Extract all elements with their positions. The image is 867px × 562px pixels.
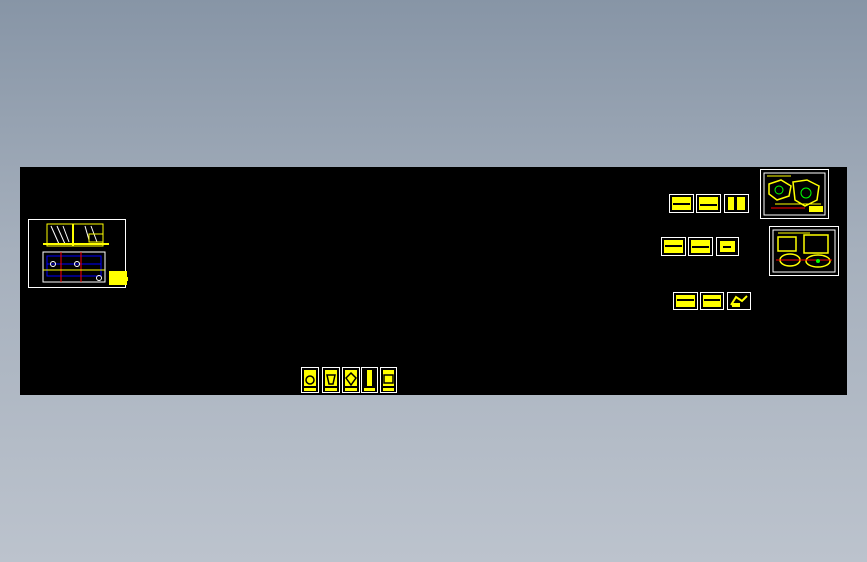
cad-drawing-viewport[interactable]	[20, 167, 847, 395]
thumb-row-middle-1[interactable]	[661, 237, 686, 256]
thumb-row-top-2[interactable]	[696, 194, 721, 213]
bottom-thumb-3[interactable]	[342, 367, 360, 393]
bottom-thumb-2[interactable]	[322, 367, 340, 393]
bottom-thumb-5[interactable]	[380, 367, 397, 393]
bottom-thumb-1[interactable]	[301, 367, 319, 393]
part-drawing-top-sheet[interactable]	[760, 169, 829, 219]
thumb-row-top-3[interactable]	[724, 194, 749, 213]
bottom-thumb-4[interactable]	[361, 367, 378, 393]
assembly-title-tag	[122, 277, 128, 281]
thumb-row-middle-3[interactable]	[716, 237, 739, 256]
thumb-row-bottom-2[interactable]	[700, 292, 724, 310]
blueprint-icon	[42, 223, 109, 283]
thumb-row-middle-2[interactable]	[688, 237, 713, 256]
thumb-row-bottom-1[interactable]	[673, 292, 698, 310]
blueprint-icon	[763, 172, 826, 216]
thumb-row-bottom-3[interactable]	[727, 292, 751, 310]
part-drawing-middle-sheet[interactable]	[769, 226, 839, 276]
thumb-row-top-1[interactable]	[669, 194, 694, 213]
blueprint-icon	[772, 229, 836, 273]
assembly-drawing-sheet[interactable]	[28, 219, 126, 288]
assembly-title-block	[109, 271, 127, 285]
